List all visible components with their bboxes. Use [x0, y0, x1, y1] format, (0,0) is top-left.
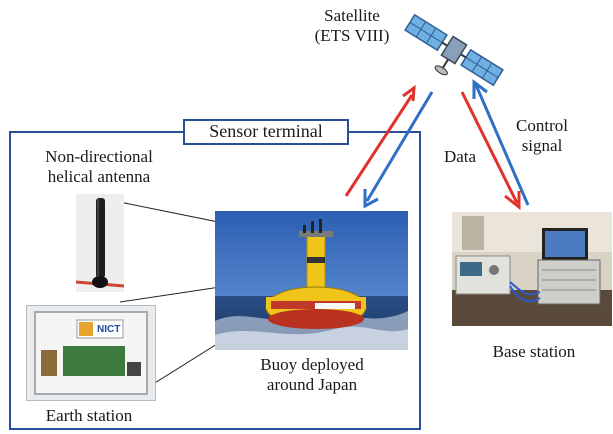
control-signal-label: Control signal: [502, 116, 582, 156]
antenna-label-line1: Non-directional: [45, 147, 153, 166]
nict-logo-text: NICT: [97, 324, 121, 335]
antenna-photo: [76, 194, 124, 292]
satellite-body: [440, 35, 468, 65]
data-label: Data: [443, 147, 477, 166]
base-data-arrow: [460, 91, 521, 211]
terminal-uplink-arrow: [344, 84, 416, 197]
antenna-label-line2: helical antenna: [47, 167, 151, 186]
satellite-right-panel: [460, 48, 504, 87]
satellite-label-line2: (ETS VIII): [314, 26, 390, 45]
earth-station-label: Earth station: [45, 406, 133, 425]
terminal-downlink-arrow: [363, 91, 434, 209]
buoy-label-line2: around Japan: [266, 375, 358, 394]
earth-station-photo: NICT: [26, 305, 156, 401]
base-control-arrow: [472, 78, 530, 206]
base-station-label: Base station: [492, 342, 576, 361]
buoy-label-line1: Buoy deployed: [260, 355, 364, 374]
buoy-label: Buoy deployed around Japan: [230, 355, 394, 395]
satellite-left-panel: [404, 13, 448, 52]
sensor-terminal-title: Sensor terminal: [183, 119, 349, 145]
antenna-label: Non-directional helical antenna: [18, 147, 180, 187]
base-station-photo: [452, 212, 612, 326]
satellite-label: Satellite (ETS VIII): [290, 6, 414, 46]
satellite-label-line1: Satellite: [324, 6, 380, 25]
control-signal-label-line1: Control: [516, 116, 568, 135]
buoy-photo: [215, 211, 408, 350]
control-signal-label-line2: signal: [521, 136, 563, 155]
satellite-icon: [404, 13, 504, 87]
